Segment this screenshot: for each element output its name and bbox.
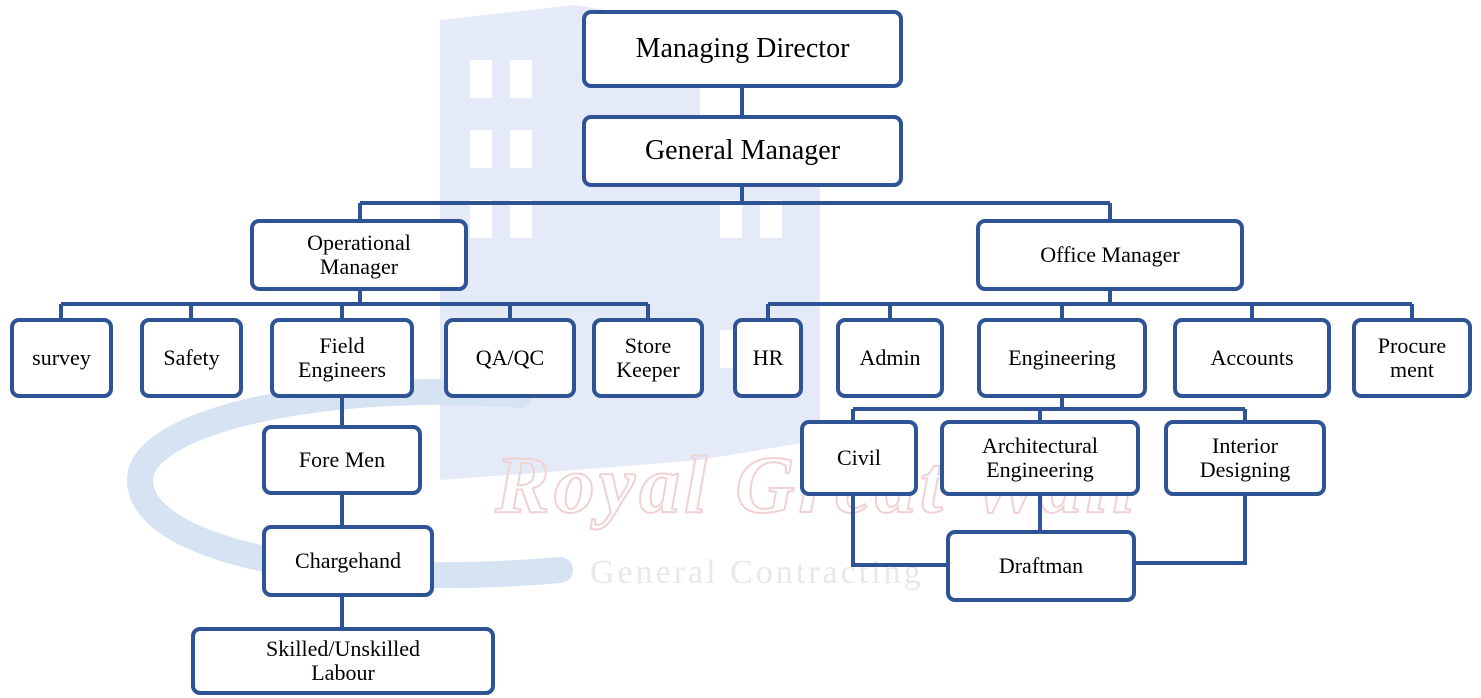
node-draftman: Draftman xyxy=(946,530,1136,602)
watermark-company-subtitle: General Contracting xyxy=(590,554,924,591)
node-civil: Civil xyxy=(800,420,918,496)
node-architectural-engineering: Architectural Engineering xyxy=(940,420,1140,496)
node-general-manager: General Manager xyxy=(582,115,903,187)
node-accounts: Accounts xyxy=(1173,318,1331,398)
node-store-keeper: Store Keeper xyxy=(592,318,704,398)
node-engineering: Engineering xyxy=(977,318,1147,398)
node-hr: HR xyxy=(733,318,803,398)
node-chargehand: Chargehand xyxy=(262,525,434,597)
node-qa-qc: QA/QC xyxy=(444,318,576,398)
node-survey: survey xyxy=(10,318,113,398)
connector-civil-draftman xyxy=(851,496,946,567)
node-skilled-unskilled-labour: Skilled/Unskilled Labour xyxy=(191,627,495,695)
connector-lines xyxy=(59,88,1414,627)
connector-interior-draftman xyxy=(1136,496,1247,565)
node-interior-designing: Interior Designing xyxy=(1164,420,1326,496)
node-safety: Safety xyxy=(140,318,243,398)
node-admin: Admin xyxy=(836,318,944,398)
node-procurement: Procure ment xyxy=(1352,318,1472,398)
node-managing-director: Managing Director xyxy=(582,10,903,88)
node-fore-men: Fore Men xyxy=(262,425,422,495)
node-office-manager: Office Manager xyxy=(976,219,1244,291)
node-operational-manager: Operational Manager xyxy=(250,219,468,291)
node-field-engineers: Field Engineers xyxy=(270,318,414,398)
